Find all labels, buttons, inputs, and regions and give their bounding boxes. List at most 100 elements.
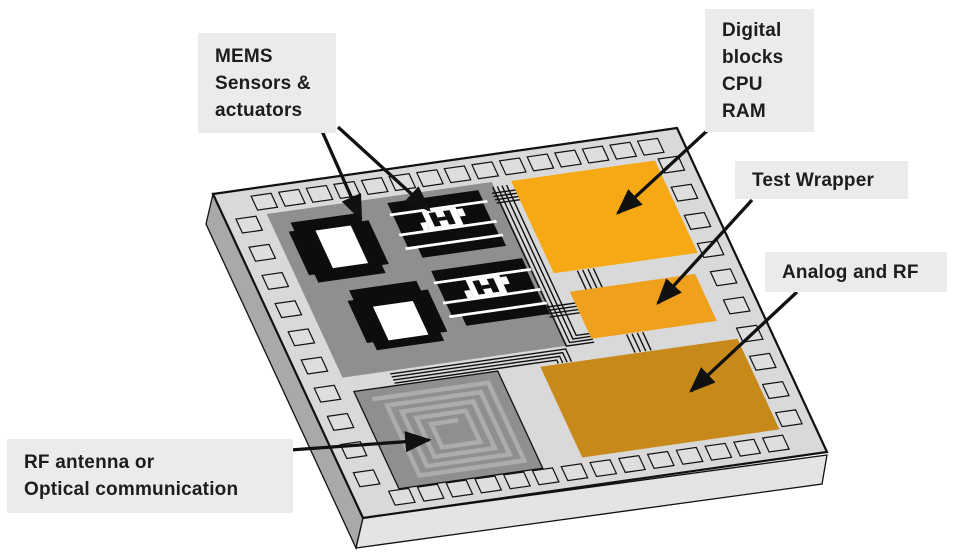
bond-pad: [362, 178, 388, 195]
bond-pad: [763, 435, 789, 452]
interconnect-bus-line: [546, 306, 577, 310]
interconnect-bus-line: [494, 193, 518, 196]
callout-mems: MEMS Sensors & actuators: [198, 33, 336, 133]
bond-pad: [236, 216, 262, 233]
bond-pad: [504, 472, 530, 489]
bond-pad: [288, 329, 314, 346]
bond-pad: [723, 297, 749, 314]
interconnect-bus-line: [577, 271, 586, 290]
bond-pad: [763, 382, 789, 399]
callout-text-line: Test Wrapper: [752, 169, 875, 191]
interconnect-bus-line: [593, 268, 602, 287]
bond-pad: [446, 480, 472, 497]
interconnect-bus-line: [548, 309, 579, 313]
bond-pad: [314, 385, 340, 402]
bond-pad: [533, 468, 559, 485]
bond-pad: [275, 301, 301, 318]
bond-pad: [327, 414, 353, 431]
interconnect-bus-line: [393, 356, 563, 386]
bond-pad: [619, 456, 645, 473]
callout-arrows: [206, 125, 799, 458]
bond-pad: [610, 142, 636, 159]
callout-text-line: Digital: [722, 19, 782, 41]
callout-analog-rf: Analog and RF: [765, 252, 947, 292]
interconnect-bus-line: [627, 334, 635, 352]
bond-pad-ring: [227, 137, 812, 509]
bond-pad: [249, 244, 275, 261]
bond-pad: [472, 162, 498, 179]
interconnect-bus-line: [588, 269, 597, 288]
bond-pad: [555, 150, 581, 167]
bond-pad: [710, 269, 736, 286]
interconnect-bus-line: [497, 200, 521, 203]
callout-text-line: RAM: [722, 100, 766, 122]
bond-pad: [582, 146, 608, 163]
callout-text-line: Optical communication: [24, 479, 239, 500]
interconnect-bus-line: [583, 270, 592, 289]
bond-pad: [279, 189, 305, 206]
bond-pad: [262, 273, 288, 290]
interconnect-bus-line: [549, 313, 580, 317]
bond-pad: [389, 488, 415, 505]
bond-pad: [353, 470, 379, 487]
callout-text-line: Analog and RF: [782, 261, 919, 283]
digital-block: [511, 160, 698, 274]
bond-pad: [444, 166, 470, 183]
interconnect-bus-line: [392, 353, 567, 387]
bond-pad: [500, 158, 526, 175]
bond-pad: [671, 184, 697, 201]
bond-pad: [561, 464, 587, 481]
mems-membrane-sensor: [347, 280, 448, 351]
bond-pad: [590, 460, 616, 477]
callout-text-line: Sensors &: [215, 72, 311, 94]
callout-text-line: actuators: [215, 99, 303, 121]
callout-text-line: CPU: [722, 73, 763, 95]
analog-rf-block: [540, 338, 780, 458]
interconnect-bus-line: [502, 183, 592, 339]
bond-pad: [684, 213, 710, 230]
bond-pad: [251, 193, 277, 210]
arrow-mems-comb: [336, 125, 431, 212]
die-side-bottom: [356, 455, 827, 548]
interconnect-bus-line: [493, 183, 594, 346]
bond-pad: [776, 410, 802, 427]
bond-pad: [705, 443, 731, 460]
callout-text-line: RF antenna or: [24, 452, 155, 473]
callout-text-line: blocks: [722, 46, 784, 68]
bond-pad: [527, 154, 553, 171]
interconnect-bus-line: [643, 332, 651, 350]
interconnect-bus-line: [497, 183, 592, 342]
antenna-spiral: [372, 383, 524, 477]
arrow-digital: [616, 127, 711, 215]
bond-pad: [417, 484, 443, 501]
bond-pad: [306, 185, 332, 202]
bond-pad: [750, 353, 776, 370]
antenna-region: [354, 371, 543, 489]
interconnect-bus-line: [495, 196, 519, 199]
mems-membrane-sensor: [288, 213, 389, 283]
interconnect-bus-line: [632, 334, 640, 352]
callout-text-line: MEMS: [215, 45, 273, 67]
interconnect-bus-line: [637, 333, 645, 351]
bond-pad: [475, 476, 501, 493]
arrow-test-wrapper: [656, 198, 754, 305]
arrow-analog-rf: [689, 290, 799, 393]
interconnect-bus-line: [492, 190, 516, 193]
interconnect-bus-line: [390, 349, 571, 387]
callout-digital: Digital blocks CPU RAM: [705, 9, 814, 132]
interconnect-bus-line: [395, 360, 559, 386]
bond-pad: [417, 170, 443, 187]
bond-pad: [301, 357, 327, 374]
bond-pad: [648, 452, 674, 469]
callout-rf-antenna: RF antenna or Optical communication: [7, 439, 293, 513]
interconnect-buses: [315, 176, 651, 387]
interconnect-bus-line: [545, 303, 576, 307]
bond-pad: [676, 447, 702, 464]
interconnect-bus-line: [507, 183, 591, 335]
mems-structures: [288, 189, 552, 351]
bond-pad: [734, 439, 760, 456]
arrow-mems-membrane: [320, 130, 363, 222]
callout-test-wrapper: Test Wrapper: [735, 161, 908, 199]
